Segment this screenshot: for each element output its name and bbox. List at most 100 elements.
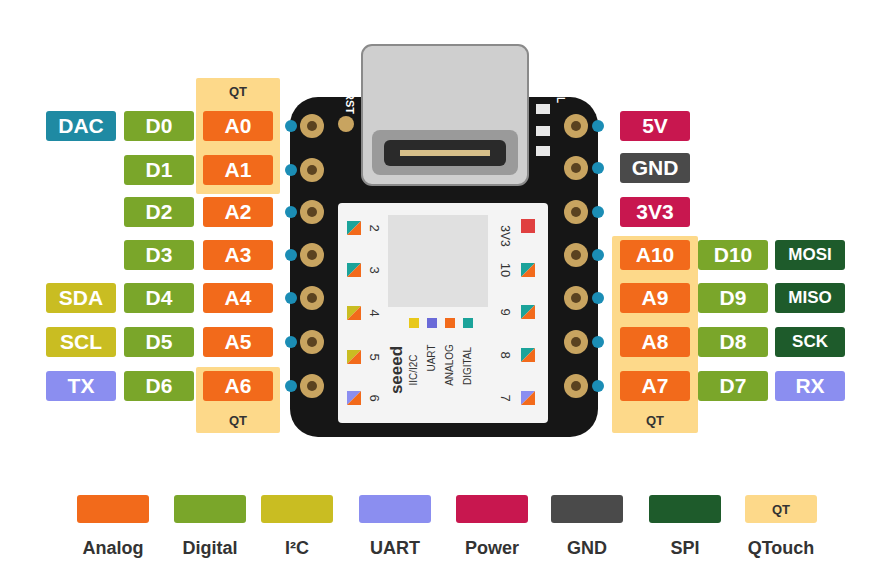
pin-label: D8	[698, 327, 768, 357]
pin-name: D3	[146, 243, 173, 267]
legend-swatch	[649, 495, 721, 523]
pin-label: D6	[124, 371, 194, 401]
pin-name: SDA	[59, 286, 103, 310]
pin-name: A2	[225, 200, 252, 224]
pin-number: 5	[368, 353, 381, 360]
pin-label: DAC	[46, 111, 116, 141]
pin-name: DAC	[58, 114, 104, 138]
pin-name: A3	[225, 243, 252, 267]
pin-label: D4	[124, 283, 194, 313]
pin-label: SCK	[775, 327, 845, 357]
pin-number: 4	[368, 309, 381, 316]
pin-name: A9	[642, 286, 669, 310]
qtouch-tag: QT	[196, 84, 280, 99]
pin-label: D2	[124, 197, 194, 227]
pin-label: TX	[46, 371, 116, 401]
pin-label: 5V	[620, 111, 690, 141]
pin-name: D2	[146, 200, 173, 224]
pin-label: MOSI	[775, 240, 845, 270]
pin-name: 3V3	[636, 200, 673, 224]
qtouch-group: QT A0A1	[196, 78, 280, 194]
pin-name: A8	[642, 330, 669, 354]
pin-label: A8	[620, 327, 690, 357]
pin-number: 2	[368, 224, 381, 231]
pin-number: 10	[499, 263, 512, 277]
pin-name: A4	[225, 286, 252, 310]
silkscreen-text: RST	[344, 92, 355, 114]
pin-label: A10	[620, 240, 690, 270]
legend-swatch	[359, 495, 431, 523]
legend-swatch	[261, 495, 333, 523]
silkscreen-text: DIGITAL	[463, 347, 473, 385]
pin-label: A0	[203, 111, 273, 141]
pin-name: RX	[795, 374, 824, 398]
qtouch-tag: QT	[196, 413, 280, 428]
qtouch-tag: QT	[772, 503, 790, 516]
pin-name: A1	[225, 158, 252, 182]
legend-text: Digital	[182, 539, 237, 557]
pin-label: D1	[124, 155, 194, 185]
pin-name: 5V	[642, 114, 668, 138]
pin-name: MISO	[788, 288, 831, 308]
pin-number: 6	[368, 394, 381, 401]
pin-label: MISO	[775, 283, 845, 313]
pin-label: A7	[620, 371, 690, 401]
silkscreen-text: ANALOG	[445, 344, 455, 386]
pin-name: A10	[636, 243, 675, 267]
pin-label: 3V3	[620, 197, 690, 227]
pin-label: D5	[124, 327, 194, 357]
legend-text: I²C	[285, 539, 309, 557]
legend-swatch	[456, 495, 528, 523]
legend-text: Power	[465, 539, 519, 557]
pin-label: D0	[124, 111, 194, 141]
pin-name: D5	[146, 330, 173, 354]
pin-label: A6	[203, 371, 273, 401]
pin-number: 8	[499, 351, 512, 358]
pin-name: SCK	[792, 332, 828, 352]
pin-name: A6	[225, 374, 252, 398]
pin-name: MOSI	[788, 245, 831, 265]
pin-label: D3	[124, 240, 194, 270]
pin-number: 3	[368, 266, 381, 273]
qtouch-group: QT A6	[196, 367, 280, 433]
pin-label: A3	[203, 240, 273, 270]
pin-name: D4	[146, 286, 173, 310]
brand-logo: seeed	[388, 346, 405, 394]
pin-name: D7	[720, 374, 747, 398]
legend-text: UART	[370, 539, 420, 557]
pin-number: 7	[499, 394, 512, 401]
legend-swatch	[174, 495, 246, 523]
pin-label: D10	[698, 240, 768, 270]
pin-label: GND	[620, 153, 690, 183]
pin-name: TX	[68, 374, 95, 398]
pin-name: SCL	[60, 330, 102, 354]
pin-label: A4	[203, 283, 273, 313]
pin-name: D10	[714, 243, 753, 267]
pin-name: D1	[146, 158, 173, 182]
pin-label: D7	[698, 371, 768, 401]
legend-swatch	[77, 495, 149, 523]
qtouch-tag: QT	[612, 413, 698, 428]
silkscreen-text: IIC/I2C	[409, 354, 419, 385]
qtouch-group: QT A10A9A8A7	[612, 236, 698, 433]
pin-label: SCL	[46, 327, 116, 357]
pin-name: D6	[146, 374, 173, 398]
legend-text: GND	[567, 539, 607, 557]
legend-text: Analog	[83, 539, 144, 557]
pin-number: 3V3	[499, 225, 511, 246]
legend-text: QTouch	[748, 539, 815, 557]
pin-name: D0	[146, 114, 173, 138]
legend-swatch	[551, 495, 623, 523]
pin-label: A9	[620, 283, 690, 313]
pin-label: SDA	[46, 283, 116, 313]
pin-name: GND	[632, 156, 679, 180]
pin-label: D9	[698, 283, 768, 313]
silkscreen-text: UART	[427, 344, 437, 371]
pin-name: A0	[225, 114, 252, 138]
pin-name: A7	[642, 374, 669, 398]
pin-label: A2	[203, 197, 273, 227]
pin-name: D9	[720, 286, 747, 310]
pin-label: RX	[775, 371, 845, 401]
pin-name: D8	[720, 330, 747, 354]
pin-number: 9	[499, 308, 512, 315]
